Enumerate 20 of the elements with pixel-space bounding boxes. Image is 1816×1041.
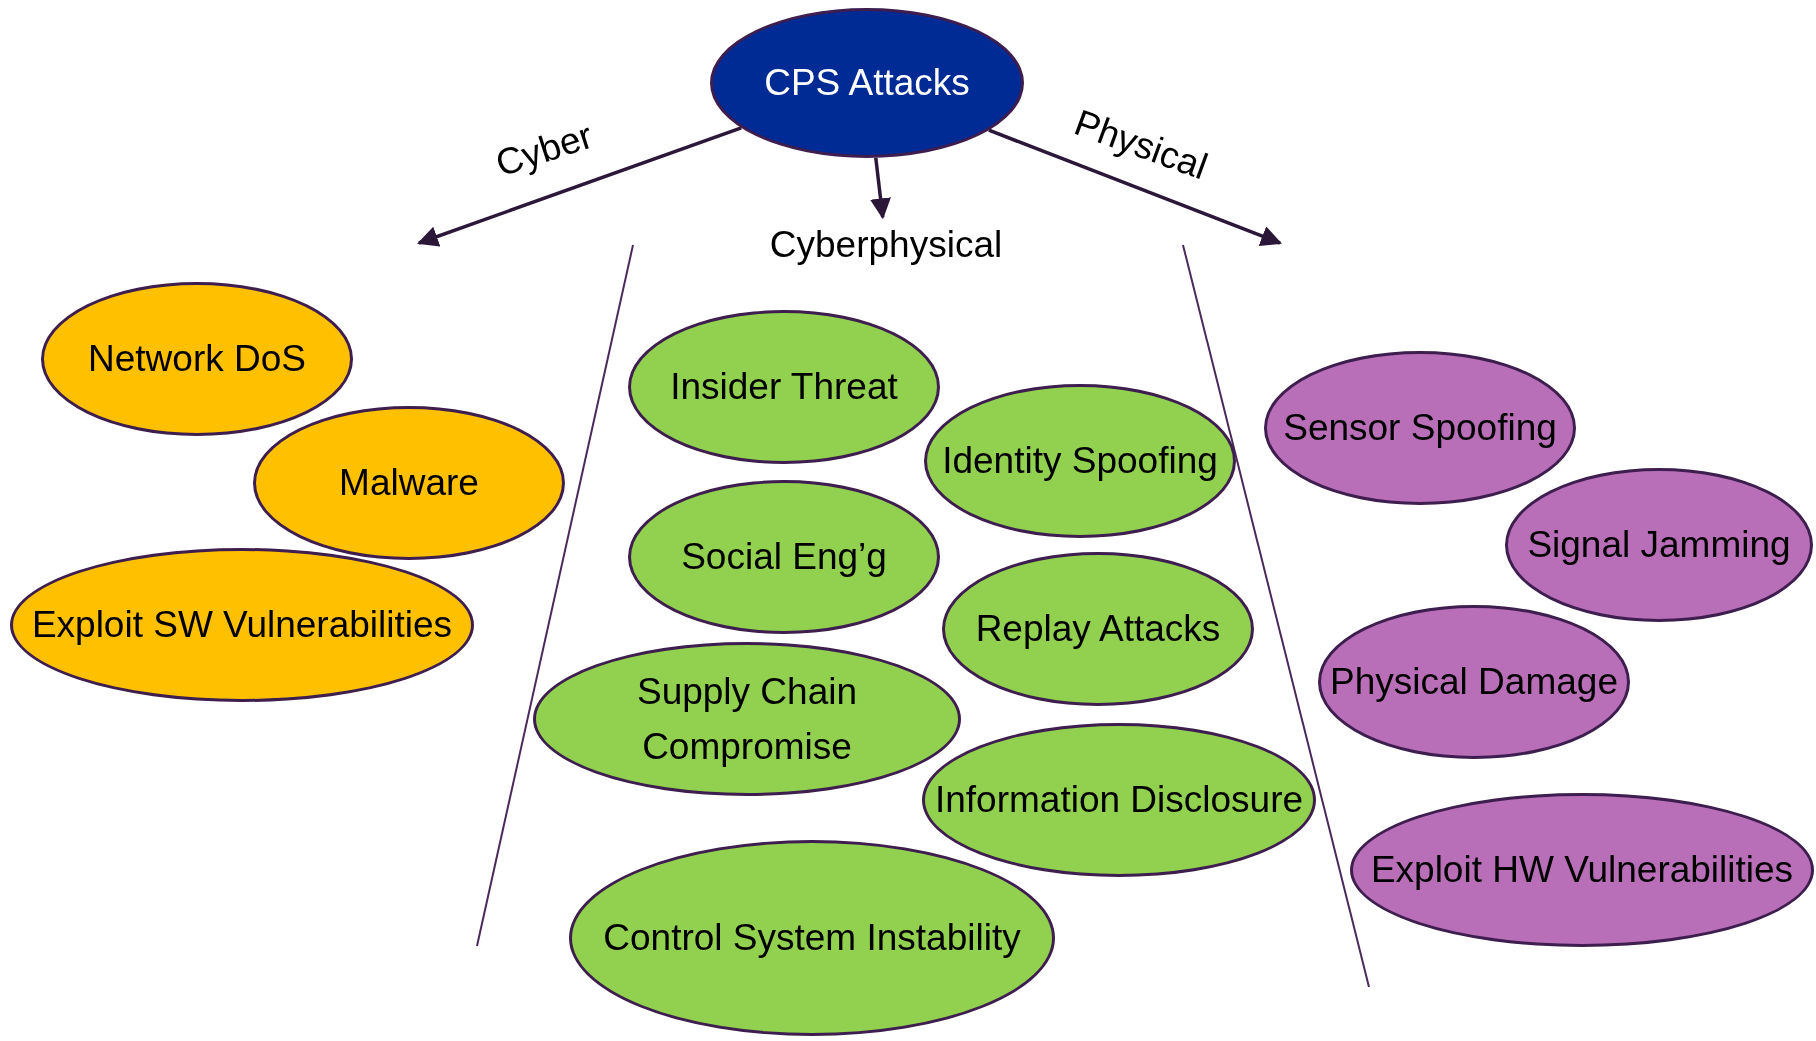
- arrow: [988, 128, 1282, 246]
- node-label: Control System Instability: [603, 916, 1021, 961]
- node-label: Social Eng’g: [681, 535, 887, 580]
- node-label: Signal Jamming: [1527, 523, 1791, 568]
- node-label: Physical Damage: [1330, 660, 1618, 705]
- arrow: [417, 126, 742, 247]
- node-label: Malware: [339, 461, 479, 506]
- category-label: Cyberphysical: [769, 223, 1003, 268]
- node-label: Information Disclosure: [934, 778, 1304, 823]
- node-label: Supply Chain Compromise: [635, 669, 859, 769]
- arrow: [870, 157, 891, 220]
- node-label: CPS Attacks: [764, 61, 970, 106]
- node-label: Sensor Spoofing: [1283, 406, 1557, 451]
- node-label: Exploit SW Vulnerabilities: [31, 603, 453, 648]
- node-label: Exploit HW Vulnerabilities: [1370, 848, 1794, 893]
- node-label: Identity Spoofing: [942, 439, 1218, 484]
- node-label: Network DoS: [88, 337, 306, 382]
- node-label: Replay Attacks: [975, 607, 1221, 652]
- edge-label: Cyber: [490, 114, 598, 186]
- node-label: Insider Threat: [670, 365, 898, 410]
